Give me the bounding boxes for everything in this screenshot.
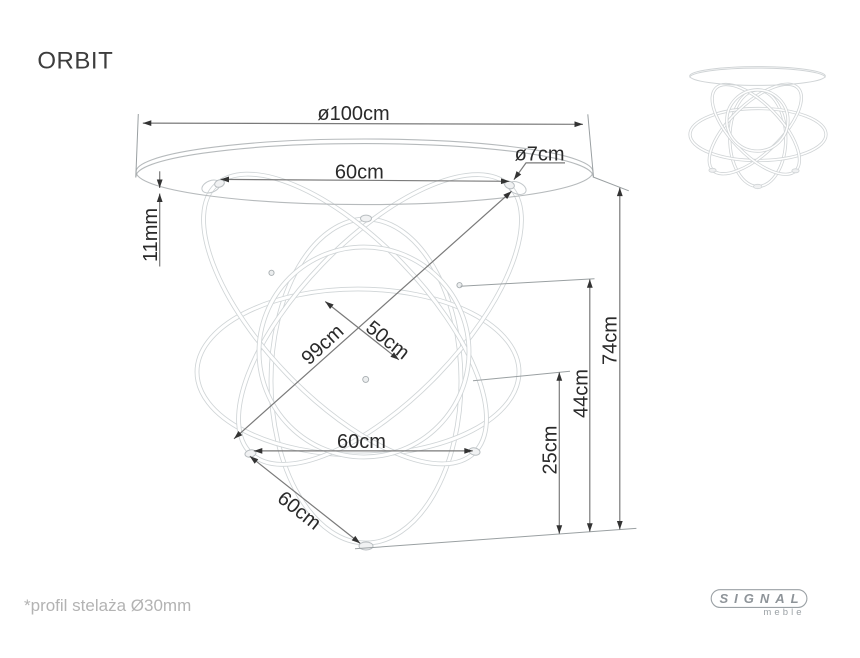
- logo-brand-text: SIGNAL: [719, 591, 804, 606]
- thumbnail-feet: [708, 167, 800, 190]
- ground-line: [354, 527, 637, 550]
- thumbnail-ring-center: [725, 88, 790, 153]
- dimension-line-ring-offset: [324, 301, 400, 361]
- dim-label-top-diameter: ø100cm: [317, 103, 389, 125]
- dimension-line-foot-depth: [249, 455, 361, 544]
- dimension-line-top-mount-spacing: [220, 176, 510, 185]
- brand-logo: SIGNAL meble: [710, 589, 808, 618]
- thumbnail-base-rings: [688, 82, 828, 189]
- dim-label-mount-plate: ø7cm: [515, 143, 565, 165]
- dim-label-feet-spacing: 60cm: [337, 431, 386, 453]
- dim-label-glass-thickness: 11mm: [140, 208, 162, 262]
- table-drawing: [135, 138, 594, 551]
- dimension-lines: [142, 120, 623, 544]
- extension-line-74: [592, 176, 629, 192]
- extension-line-left: [135, 113, 139, 178]
- dim-label-ring-offset: 50cm: [361, 317, 413, 365]
- dimension-labels: ø100cm 60cm ø7cm 11mm 99cm 50cm 60cm 60c…: [140, 103, 621, 535]
- dim-label-top-mount-spacing: 60cm: [335, 161, 384, 183]
- dim-label-lower-height: 25cm: [539, 426, 561, 475]
- dim-label-mid-height: 44cm: [570, 369, 592, 418]
- dim-label-hoop-diagonal: 99cm: [297, 320, 348, 369]
- footnote: *profil stelaża Ø30mm: [24, 596, 191, 615]
- extension-line-44: [460, 278, 595, 287]
- logo-sub-text: meble: [763, 607, 804, 618]
- extension-line-right: [587, 114, 594, 178]
- ring-center: [256, 244, 472, 460]
- dim-label-total-height: 74cm: [599, 316, 621, 365]
- extension-line-25: [472, 370, 571, 382]
- thumbnail-glass: [689, 66, 826, 86]
- page-title: ORBIT: [37, 47, 113, 74]
- logo-outline: [710, 589, 808, 608]
- dimension-line-top-diameter: [142, 120, 584, 128]
- leader-line-mount-plate: [513, 162, 565, 181]
- base-rings: [194, 171, 524, 546]
- product-thumbnail: [688, 66, 828, 190]
